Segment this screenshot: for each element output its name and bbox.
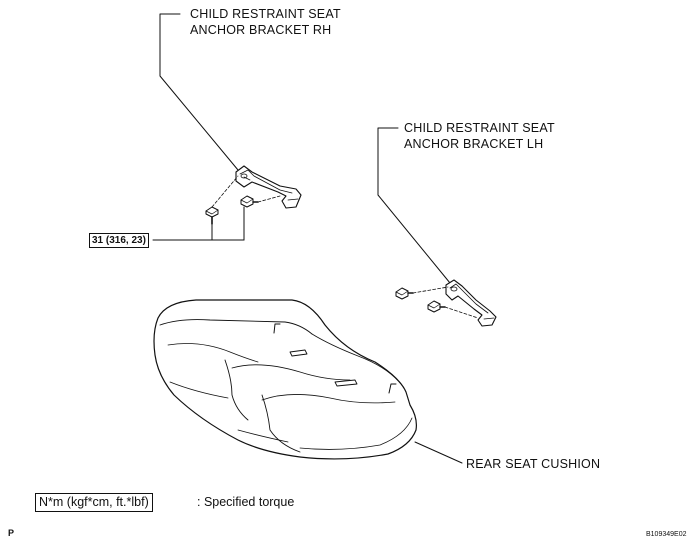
rh-bracket-label-line-2: ANCHOR BRACKET RH — [190, 23, 332, 37]
bolt-lh-1 — [395, 287, 414, 300]
corner-letter: P — [8, 528, 15, 538]
bolt-lh-2 — [427, 300, 446, 313]
torque-legend-description: : Specified torque — [197, 495, 295, 509]
rear-seat-cushion — [153, 299, 417, 460]
lh-bracket-label-line-1: CHILD RESTRAINT SEAT — [404, 121, 555, 135]
rear-seat-cushion-label: REAR SEAT CUSHION — [466, 457, 601, 471]
bolt-rh-2 — [240, 195, 259, 208]
leader-line-lh — [377, 127, 451, 284]
lh-bracket-label-line-2: ANCHOR BRACKET LH — [404, 137, 544, 151]
bolt-rh-1 — [205, 206, 219, 225]
figure-code: B109349E02 — [646, 531, 687, 538]
torque-legend-unit-box: N*m (kgf*cm, ft.*lbf) — [35, 493, 153, 512]
dashed-guides-rh — [211, 175, 281, 208]
torque-spec-box: 31 (316, 23) — [89, 233, 149, 248]
rh-bracket-label-line-1: CHILD RESTRAINT SEAT — [190, 7, 341, 21]
anchor-bracket-rh — [235, 165, 302, 209]
anchor-bracket-lh — [445, 279, 497, 327]
dashed-guides-lh — [412, 286, 479, 319]
leader-line-rh — [159, 13, 239, 171]
leader-line-cushion — [414, 441, 463, 464]
